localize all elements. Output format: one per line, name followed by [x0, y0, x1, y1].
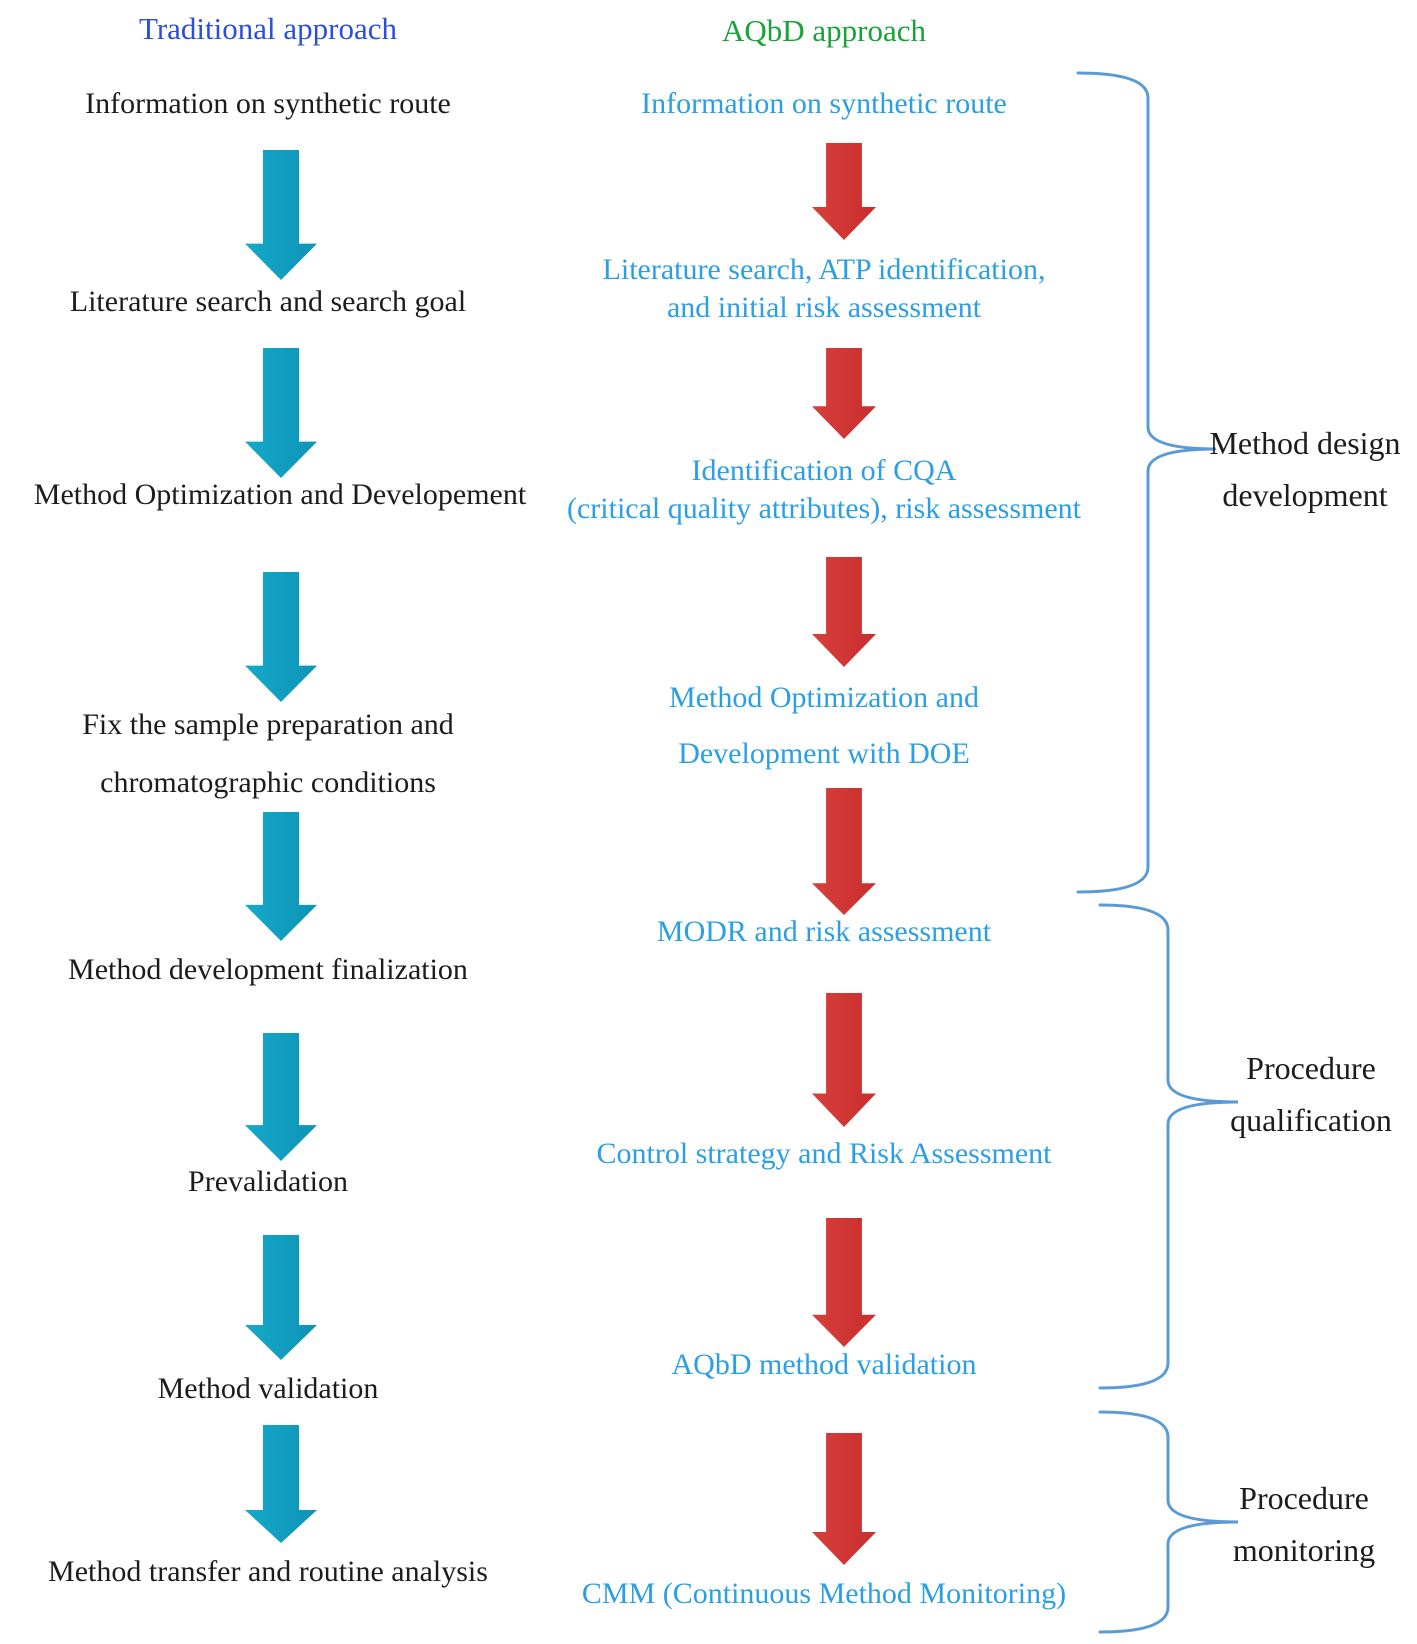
traditional-step-method-validation: Method validation: [157, 1372, 379, 1405]
down-arrow-icon: [245, 1033, 317, 1161]
down-arrow-icon: [245, 150, 317, 280]
traditional-step-method-optimization: Method Optimization and Developement: [33, 478, 527, 511]
aqbd-step-literature-search-atp: Literature search, ATP identification, a…: [602, 253, 1046, 324]
down-arrow-icon: [245, 812, 317, 941]
aqbd-column-header: AQbD approach: [721, 13, 926, 48]
down-arrow-icon: [812, 557, 876, 667]
down-arrow-icon: [812, 1218, 876, 1347]
aqbd-step-cmm: CMM (Continuous Method Monitoring): [581, 1577, 1067, 1610]
traditional-step-literature-search: Literature search and search goal: [69, 285, 467, 318]
aqbd-step-method-validation: AQbD method validation: [671, 1348, 977, 1381]
down-arrow-icon: [812, 1433, 876, 1565]
down-arrow-icon: [812, 993, 876, 1127]
aqbd-step-modr-risk-assessment: MODR and risk assessment: [656, 915, 992, 948]
aqbd-step-information-synthetic-route: Information on synthetic route: [641, 87, 1007, 120]
aqbd-step-method-optimization-doe: Method Optimization and Development with…: [669, 681, 979, 770]
down-arrow-icon: [245, 1235, 317, 1360]
phase-label-method-design-development: Method design development: [1209, 425, 1401, 513]
down-arrow-icon: [812, 143, 876, 240]
down-arrow-icon: [245, 348, 317, 478]
phase-label-procedure-qualification: Procedure qualification: [1230, 1050, 1392, 1138]
down-arrow-icon: [245, 1425, 317, 1543]
traditional-column-header: Traditional approach: [139, 11, 397, 46]
traditional-step-information-synthetic-route: Information on synthetic route: [85, 87, 451, 120]
down-arrow-icon: [812, 348, 876, 439]
down-arrow-icon: [245, 572, 317, 702]
down-arrow-icon: [812, 788, 876, 915]
phase-label-procedure-monitoring: Procedure monitoring: [1232, 1480, 1376, 1568]
traditional-step-prevalidation: Prevalidation: [188, 1165, 348, 1198]
bracket-procedure-qualification: [1098, 903, 1239, 1390]
traditional-step-method-transfer: Method transfer and routine analysis: [48, 1555, 488, 1588]
aqbd-step-control-strategy: Control strategy and Risk Assessment: [596, 1137, 1052, 1170]
traditional-step-fix-sample-preparation: Fix the sample preparation and chromatog…: [82, 708, 454, 799]
traditional-step-method-development-finalization: Method development finalization: [68, 953, 468, 986]
aqbd-step-identification-cqa: Identification of CQA (critical quality …: [566, 454, 1082, 525]
